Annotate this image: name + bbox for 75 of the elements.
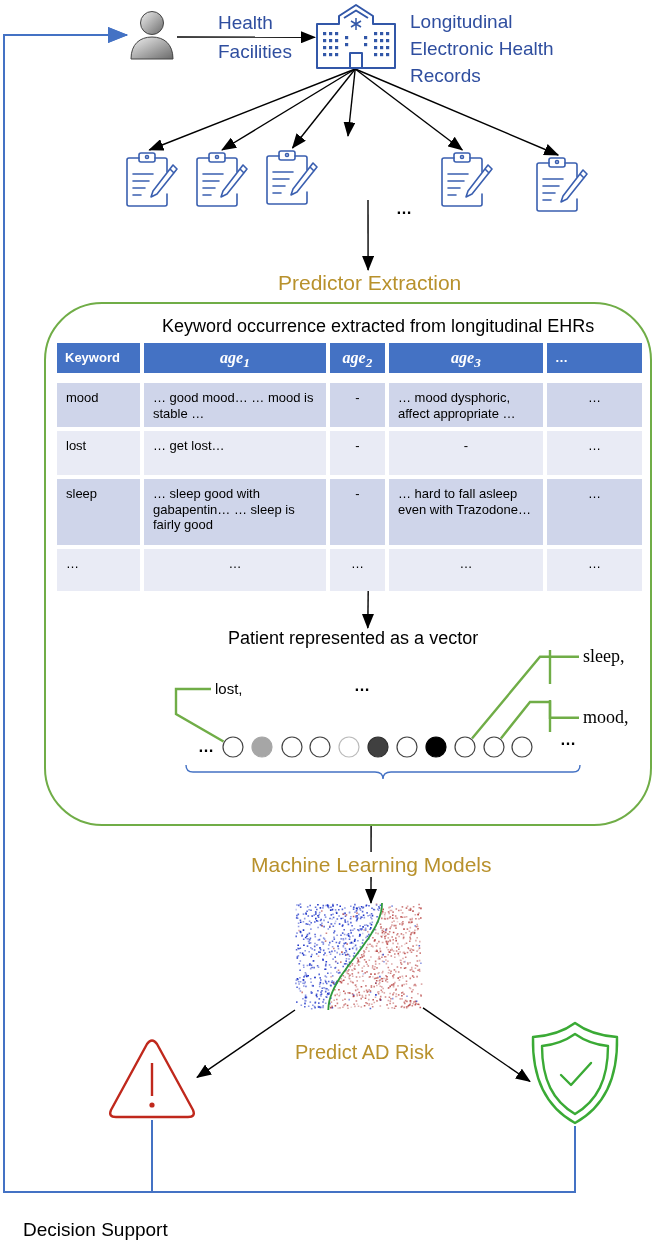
- table-cell: -: [389, 431, 543, 475]
- caption-text: Decision Support: [23, 1219, 168, 1242]
- clipboard-icon: [195, 150, 249, 208]
- ellipsis: …: [560, 730, 576, 750]
- arrow: [361, 590, 374, 629]
- warning-icon: [107, 1038, 197, 1120]
- arrow: [343, 68, 356, 137]
- circle-icon: [425, 736, 447, 758]
- column-header: age$_{2}$: [330, 343, 385, 373]
- table-cell: …: [330, 549, 385, 591]
- table-cell: … hard to fall asleep even with Trazodone…: [389, 479, 543, 545]
- arrow: [176, 31, 316, 44]
- table-cell: -: [330, 383, 385, 427]
- table-cell: … get lost…: [144, 431, 326, 475]
- keyword-label: sleep,: [579, 646, 625, 668]
- table-cell: …: [547, 549, 642, 591]
- node-caption: Predict AD Risk: [295, 1040, 434, 1064]
- leader-line: [174, 687, 225, 743]
- arrow: [196, 1009, 296, 1079]
- table-title: Keyword occurrence extracted from longitudinal EHRs: [162, 316, 595, 338]
- column-header: …: [547, 343, 642, 373]
- arrow: [291, 68, 356, 149]
- circle-icon: [338, 736, 360, 758]
- table-cell: mood: [57, 383, 140, 427]
- table-cell: … sleep good with gabapentin… … sleep is fairly good: [144, 479, 326, 545]
- column-header: age$_{3}$: [389, 343, 543, 373]
- arrow: [148, 68, 356, 151]
- table-cell: sleep: [57, 479, 140, 545]
- table-cell: …: [547, 383, 642, 427]
- edge-label: Machine Learning Models: [249, 852, 494, 878]
- table-cell: lost: [57, 431, 140, 475]
- circle-icon: [222, 736, 244, 758]
- keyword-label: mood,: [579, 707, 629, 729]
- table-cell: …: [547, 431, 642, 475]
- hospital-icon: [315, 3, 397, 69]
- ellipsis: …: [354, 676, 370, 696]
- shield-check-icon: [530, 1020, 620, 1126]
- table-cell: …: [57, 549, 140, 591]
- arrow: [221, 68, 356, 151]
- arrow: [354, 68, 560, 156]
- column-header: age$_{1}$: [144, 343, 326, 373]
- circle-icon: [367, 736, 389, 758]
- column-header: Keyword: [57, 343, 140, 373]
- arrow: [362, 199, 375, 271]
- table-cell: … mood dysphoric, affect appropriate …: [389, 383, 543, 427]
- scatter-plot: [295, 903, 423, 1010]
- table-cell: …: [144, 549, 326, 591]
- clipboard-icon: [535, 155, 589, 213]
- arrow: [354, 68, 464, 151]
- table-cell: -: [330, 431, 385, 475]
- circle-icon: [511, 736, 533, 758]
- table-cell: -: [330, 479, 385, 545]
- node-caption: Health Facilities: [218, 11, 292, 64]
- ellipsis: …: [198, 737, 214, 757]
- clipboard-icon: [125, 150, 179, 208]
- circle-icon: [483, 736, 505, 758]
- circle-icon: [454, 736, 476, 758]
- clipboard-icon: [265, 148, 320, 206]
- keyword-label: lost,: [211, 680, 243, 698]
- clipboard-icon: [440, 150, 493, 208]
- leader-line: [499, 700, 579, 740]
- section-title: Patient represented as a vector: [228, 628, 479, 650]
- circle-icon: [309, 736, 331, 758]
- table-cell: …: [389, 549, 543, 591]
- circle-icon: [281, 736, 303, 758]
- person-icon: [127, 10, 177, 60]
- step-title: Predictor Extraction: [278, 270, 462, 296]
- leader-line: [471, 655, 579, 740]
- table-cell: … good mood… … mood is stable …: [144, 383, 326, 427]
- arrow: [422, 1007, 531, 1083]
- table-cell: …: [547, 479, 642, 545]
- circle-icon: [396, 736, 418, 758]
- ellipsis: …: [396, 199, 412, 219]
- circle-icon: [251, 736, 273, 758]
- node-caption: Longitudinal Electronic Health Records: [410, 10, 555, 88]
